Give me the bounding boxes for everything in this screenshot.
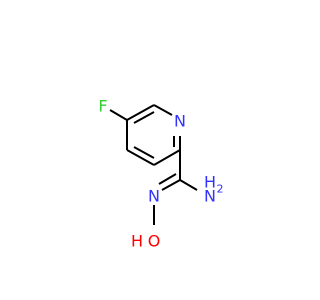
bond-c4-c5: [126, 149, 155, 166]
bond-c-n-double-inner: [158, 173, 177, 185]
molecule-diagram: F N N N H 2 O H: [98, 97, 224, 251]
amine-nitrogen-label: N: [204, 187, 216, 206]
bond-c-n-double-outer: [161, 179, 181, 191]
amine-hydrogen-count-label: 2: [217, 183, 224, 196]
hydroxyl-hydrogen-label: H: [131, 232, 143, 251]
imine-nitrogen-label: N: [148, 187, 160, 206]
bond-c1-c2: [126, 104, 155, 121]
fluorine-atom-label: F: [98, 97, 107, 116]
bond-n1-c1: [153, 104, 173, 116]
oxygen-atom-label: O: [148, 232, 161, 251]
bond-c5-c6: [153, 149, 181, 166]
structure-svg: F N N N H 2 O H: [98, 97, 224, 251]
amine-hydrogen-label: H: [204, 173, 216, 192]
ring-nitrogen-label: N: [174, 112, 186, 131]
bond-c-f: [109, 109, 128, 121]
bond-c-nh2: [179, 179, 198, 191]
bond-c4-c5-inner: [133, 146, 155, 159]
bond-c1-c2-inner: [133, 111, 155, 124]
